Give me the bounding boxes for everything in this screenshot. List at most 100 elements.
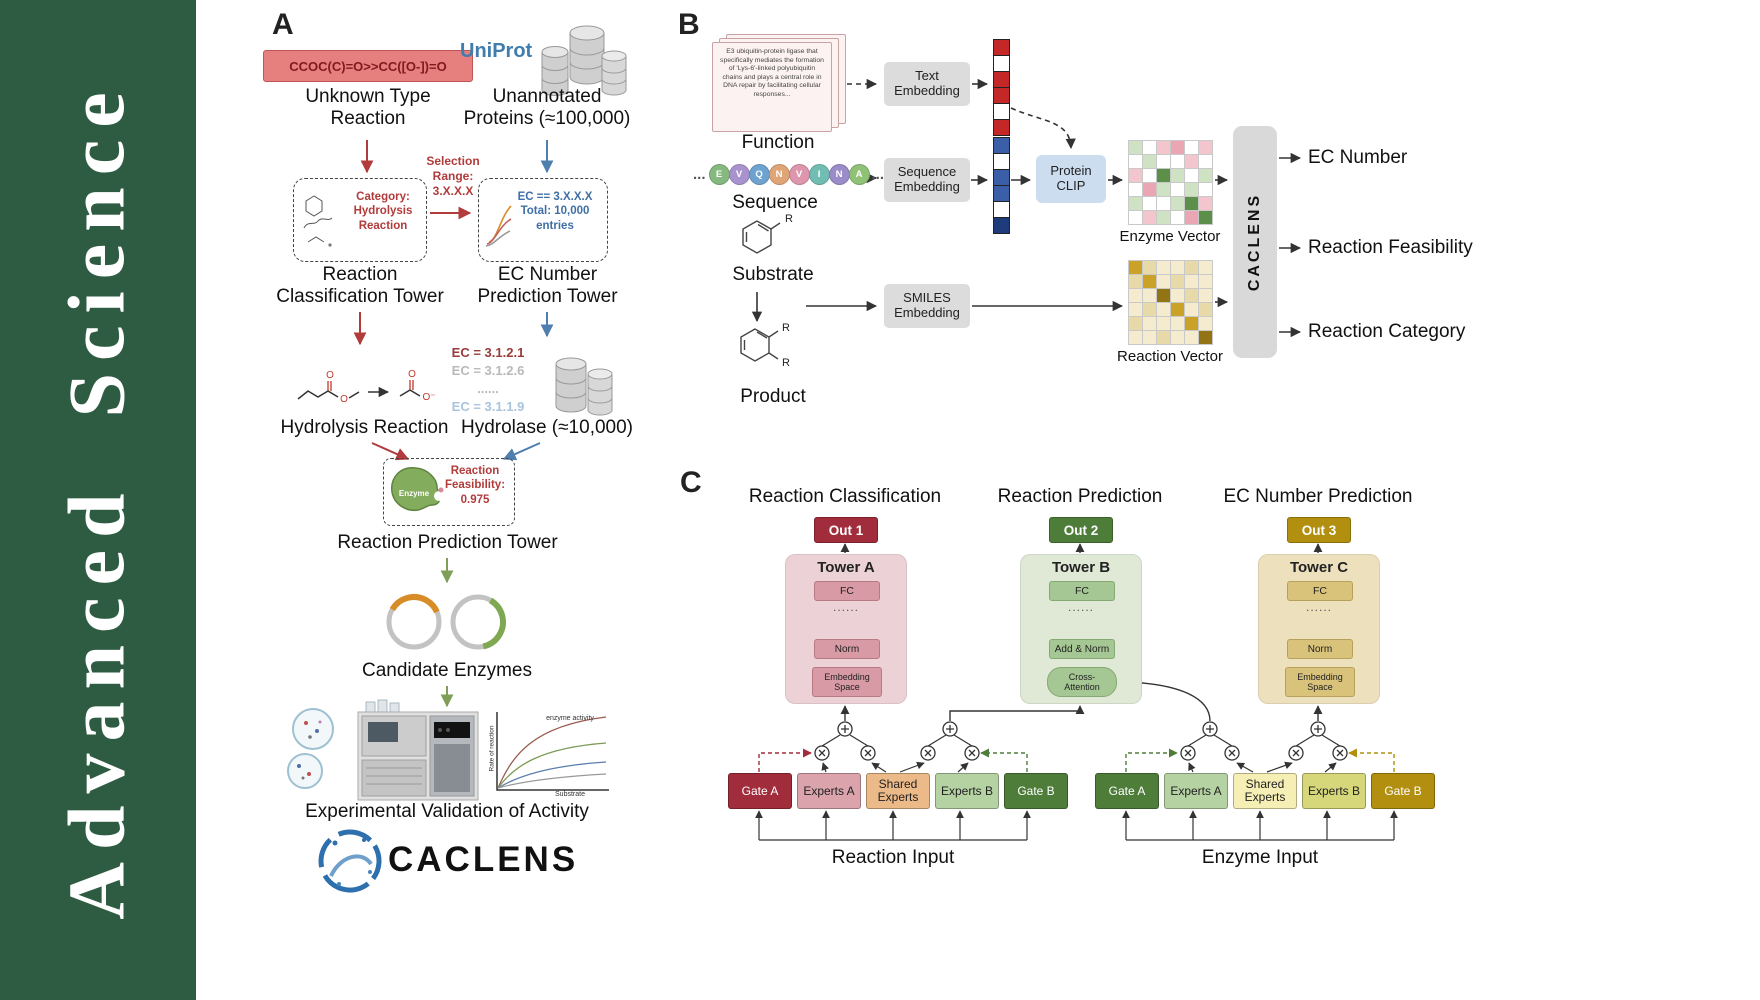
grid-cell bbox=[1143, 331, 1156, 344]
output-ec-number: EC Number bbox=[1308, 147, 1408, 168]
otimes-icon bbox=[1180, 745, 1196, 761]
tower-c-fc-block: FC bbox=[1287, 581, 1353, 601]
grid-cell bbox=[1185, 183, 1198, 196]
grid-cell bbox=[1129, 289, 1142, 302]
oplus-icon bbox=[837, 721, 853, 737]
atom-o: O bbox=[340, 394, 348, 405]
grid-cell bbox=[1171, 197, 1184, 210]
ellipsis-left: ... bbox=[693, 166, 706, 183]
grid-cell bbox=[1129, 169, 1142, 182]
unknown-type-label: Unknown Type Reaction bbox=[305, 86, 431, 130]
substrate-molecule: R bbox=[742, 213, 793, 254]
sequence-label: Sequence bbox=[732, 192, 818, 213]
plot-xlabel: Substrate bbox=[555, 791, 585, 798]
atom-o: O bbox=[408, 369, 416, 380]
selection-range-label: Selection Range: 3.X.X.X bbox=[426, 154, 480, 198]
tower-a-title: Tower A bbox=[817, 559, 875, 576]
hydrolase-label: Hydrolase (≈10,000) bbox=[460, 417, 633, 438]
caclens-logo-icon bbox=[318, 829, 382, 893]
grid-cell bbox=[1129, 317, 1142, 330]
residue-circle: E bbox=[708, 164, 730, 185]
hydrolysis-reaction-label: Hydrolysis Reaction bbox=[280, 417, 449, 438]
grid-cell bbox=[1129, 141, 1142, 154]
grid-cell bbox=[1129, 275, 1142, 288]
grid-cell bbox=[1171, 141, 1184, 154]
out2-box: Out 2 bbox=[1049, 517, 1113, 543]
atom-o-minus: O⁻ bbox=[422, 392, 435, 403]
grid-cell bbox=[1185, 211, 1198, 224]
atom-o: O bbox=[326, 370, 334, 381]
grid-cell bbox=[1143, 317, 1156, 330]
residue-circle: N bbox=[768, 164, 790, 185]
vector-cell bbox=[993, 55, 1010, 72]
output-reaction-category: Reaction Category bbox=[1308, 321, 1466, 342]
classification-tower-label: Reaction Classification Tower bbox=[276, 264, 444, 308]
grid-cell bbox=[1171, 275, 1184, 288]
ec-number-list: EC = 3.1.2.1 EC = 3.1.2.6...... EC = 3.1.1… bbox=[446, 344, 530, 416]
vector-cell bbox=[993, 39, 1010, 56]
grid-cell bbox=[1199, 211, 1212, 224]
ec-range-text: EC == 3.X.X.X Total: 10,000 entries bbox=[517, 191, 593, 232]
grid-cell bbox=[1185, 141, 1198, 154]
otimes-icon bbox=[814, 745, 830, 761]
residue-circle: N bbox=[828, 164, 850, 185]
otimes-icon bbox=[920, 745, 936, 761]
reaction-classification-box bbox=[293, 178, 427, 262]
ec-number-line: EC = 3.1.2.1 bbox=[451, 345, 525, 360]
tower-a-dots: ...... bbox=[832, 600, 859, 614]
product-r-label-2: R bbox=[782, 357, 790, 369]
residue-circle: A bbox=[848, 164, 870, 185]
candidate-enzymes-label: Candidate Enzymes bbox=[361, 660, 533, 681]
ec-number-line: ...... bbox=[477, 381, 499, 396]
grid-cell bbox=[1157, 141, 1170, 154]
grid-cell bbox=[1185, 289, 1198, 302]
oplus-icon bbox=[1310, 721, 1326, 737]
enzyme-vector-label: Enzyme Vector bbox=[1119, 228, 1221, 245]
ec-tower-label: EC Number Prediction Tower bbox=[477, 264, 618, 308]
oplus-icon bbox=[942, 721, 958, 737]
tower-c-title: Tower C bbox=[1289, 559, 1349, 576]
grid-cell bbox=[1129, 183, 1142, 196]
grid-cell bbox=[1185, 155, 1198, 168]
grid-cell bbox=[1129, 331, 1142, 344]
smiles-reaction-box: CCOC(C)=O>>CC([O-])=O bbox=[263, 50, 473, 82]
grid-cell bbox=[1199, 331, 1212, 344]
grid-cell bbox=[1199, 183, 1212, 196]
vector-cell bbox=[993, 103, 1010, 120]
sum-product-operators bbox=[814, 721, 1348, 761]
grid-cell bbox=[1157, 289, 1170, 302]
grid-cell bbox=[1199, 141, 1212, 154]
tower-c: Tower C FC ...... Norm Embedding Space bbox=[1258, 554, 1380, 704]
hydrolase-database-icon bbox=[555, 357, 613, 416]
feasibility-text: Reaction Feasibility: 0.975 bbox=[444, 465, 506, 506]
ec-number-line: EC = 3.1.2.6 bbox=[451, 363, 525, 378]
vector-cell bbox=[993, 153, 1010, 170]
tower-b-fc-block: FC bbox=[1049, 581, 1115, 601]
grid-cell bbox=[1157, 317, 1170, 330]
grid-cell bbox=[1171, 303, 1184, 316]
grid-cell bbox=[1157, 155, 1170, 168]
grid-cell bbox=[1143, 183, 1156, 196]
text-vector bbox=[993, 39, 1010, 136]
grid-cell bbox=[1185, 275, 1198, 288]
grid-cell bbox=[1129, 303, 1142, 316]
grid-cell bbox=[1171, 183, 1184, 196]
residue-circle: V bbox=[788, 164, 810, 185]
plot-ylabel: Rate of reaction bbox=[488, 725, 496, 772]
enzyme-blob-icon: Enzyme bbox=[391, 467, 444, 512]
ec-number-line: EC = 3.1.1.9 bbox=[451, 399, 525, 414]
text-embedding-box: Text Embedding bbox=[884, 62, 970, 106]
tower-a-fc-block: FC bbox=[814, 581, 880, 601]
smiles-embedding-box: SMILES Embedding bbox=[884, 284, 970, 328]
grid-cell bbox=[1157, 303, 1170, 316]
grid-cell bbox=[1143, 211, 1156, 224]
residue-circle: Q bbox=[748, 164, 770, 185]
reaction-input-label: Reaction Input bbox=[831, 847, 955, 868]
grid-cell bbox=[1157, 275, 1170, 288]
grid-cell bbox=[1199, 197, 1212, 210]
grid-cell bbox=[1199, 261, 1212, 274]
